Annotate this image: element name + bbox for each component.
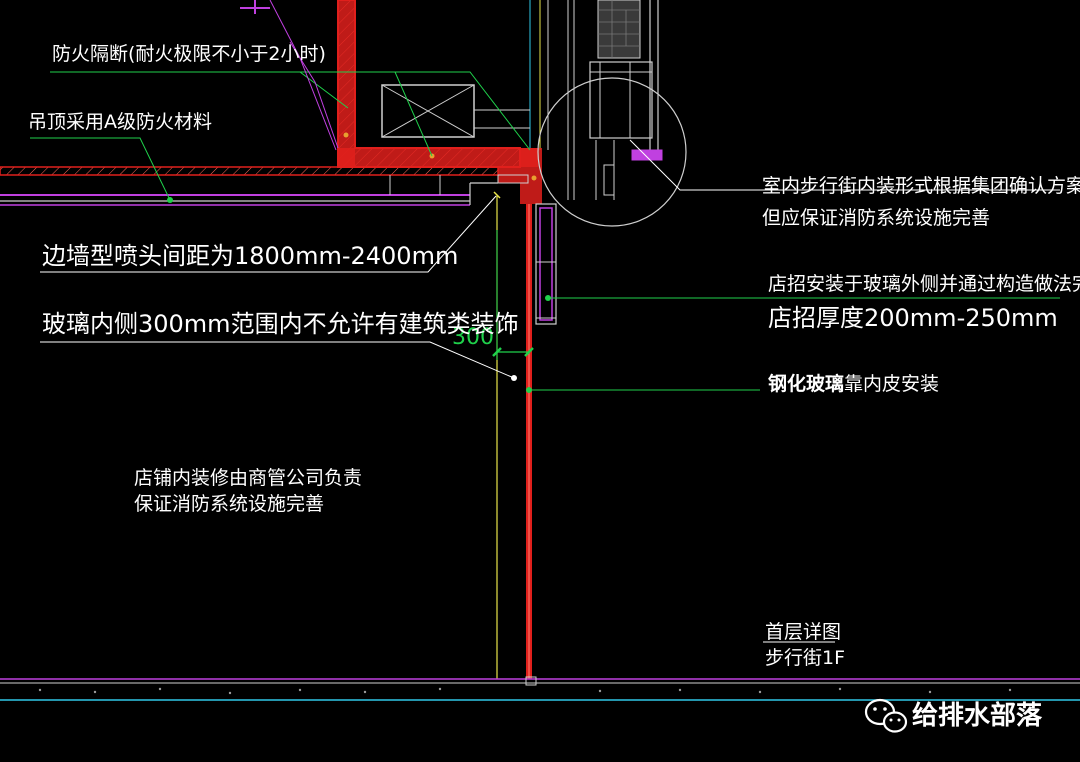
shop-signage (535, 203, 557, 325)
glass-install-note: 钢化玻璃靠内皮安装 (768, 372, 939, 395)
air-duct (381, 84, 530, 138)
shop-note-line2: 保证消防系统设施完善 (134, 493, 324, 515)
glass-wall (526, 204, 532, 679)
firewall-note: 防火隔断(耐火极限不小于2小时) (52, 43, 326, 65)
watermark-text: 给排水部落 (912, 700, 1043, 731)
ceiling-assembly (0, 166, 499, 206)
sign-note-line1: 店招安装于玻璃外侧并通过构造做法完成 (768, 273, 1080, 295)
street-note-line2: 但应保证消防系统设施完善 (762, 207, 990, 229)
sign-note-line2: 店招厚度200mm-250mm (768, 304, 1058, 332)
watermark: 给排水部落 (864, 698, 1043, 733)
sprinkler-note: 边墙型喷头间距为1800mm-2400mm (42, 242, 458, 270)
shop-note-line1: 店铺内装修由商管公司负责 (134, 467, 362, 489)
street-note-line1: 室内步行街内装形式根据集团确认方案完成 (762, 175, 1080, 197)
detail-callout-circle (537, 77, 687, 227)
top-right-structure (240, 0, 663, 200)
leader-dots (167, 197, 551, 393)
leader-lines (30, 0, 1060, 643)
glass-install-bold: 钢化玻璃 (768, 372, 844, 395)
glass-install-rest: 靠内皮安装 (844, 373, 939, 395)
dimension-label: 300 (452, 325, 494, 350)
ceiling-note: 吊顶采用A级防火材料 (28, 111, 212, 133)
drawing-title-line2: 步行街1F (765, 647, 845, 669)
fire-separation-wall (337, 0, 542, 204)
glass-zone-note: 玻璃内侧300mm范围内不允许有建筑类装饰 (42, 310, 519, 338)
drawing-title-line1: 首层详图 (765, 621, 841, 643)
wechat-icon (864, 698, 908, 733)
dimension-300: 300 (452, 230, 534, 360)
floor-slab (0, 676, 1080, 701)
